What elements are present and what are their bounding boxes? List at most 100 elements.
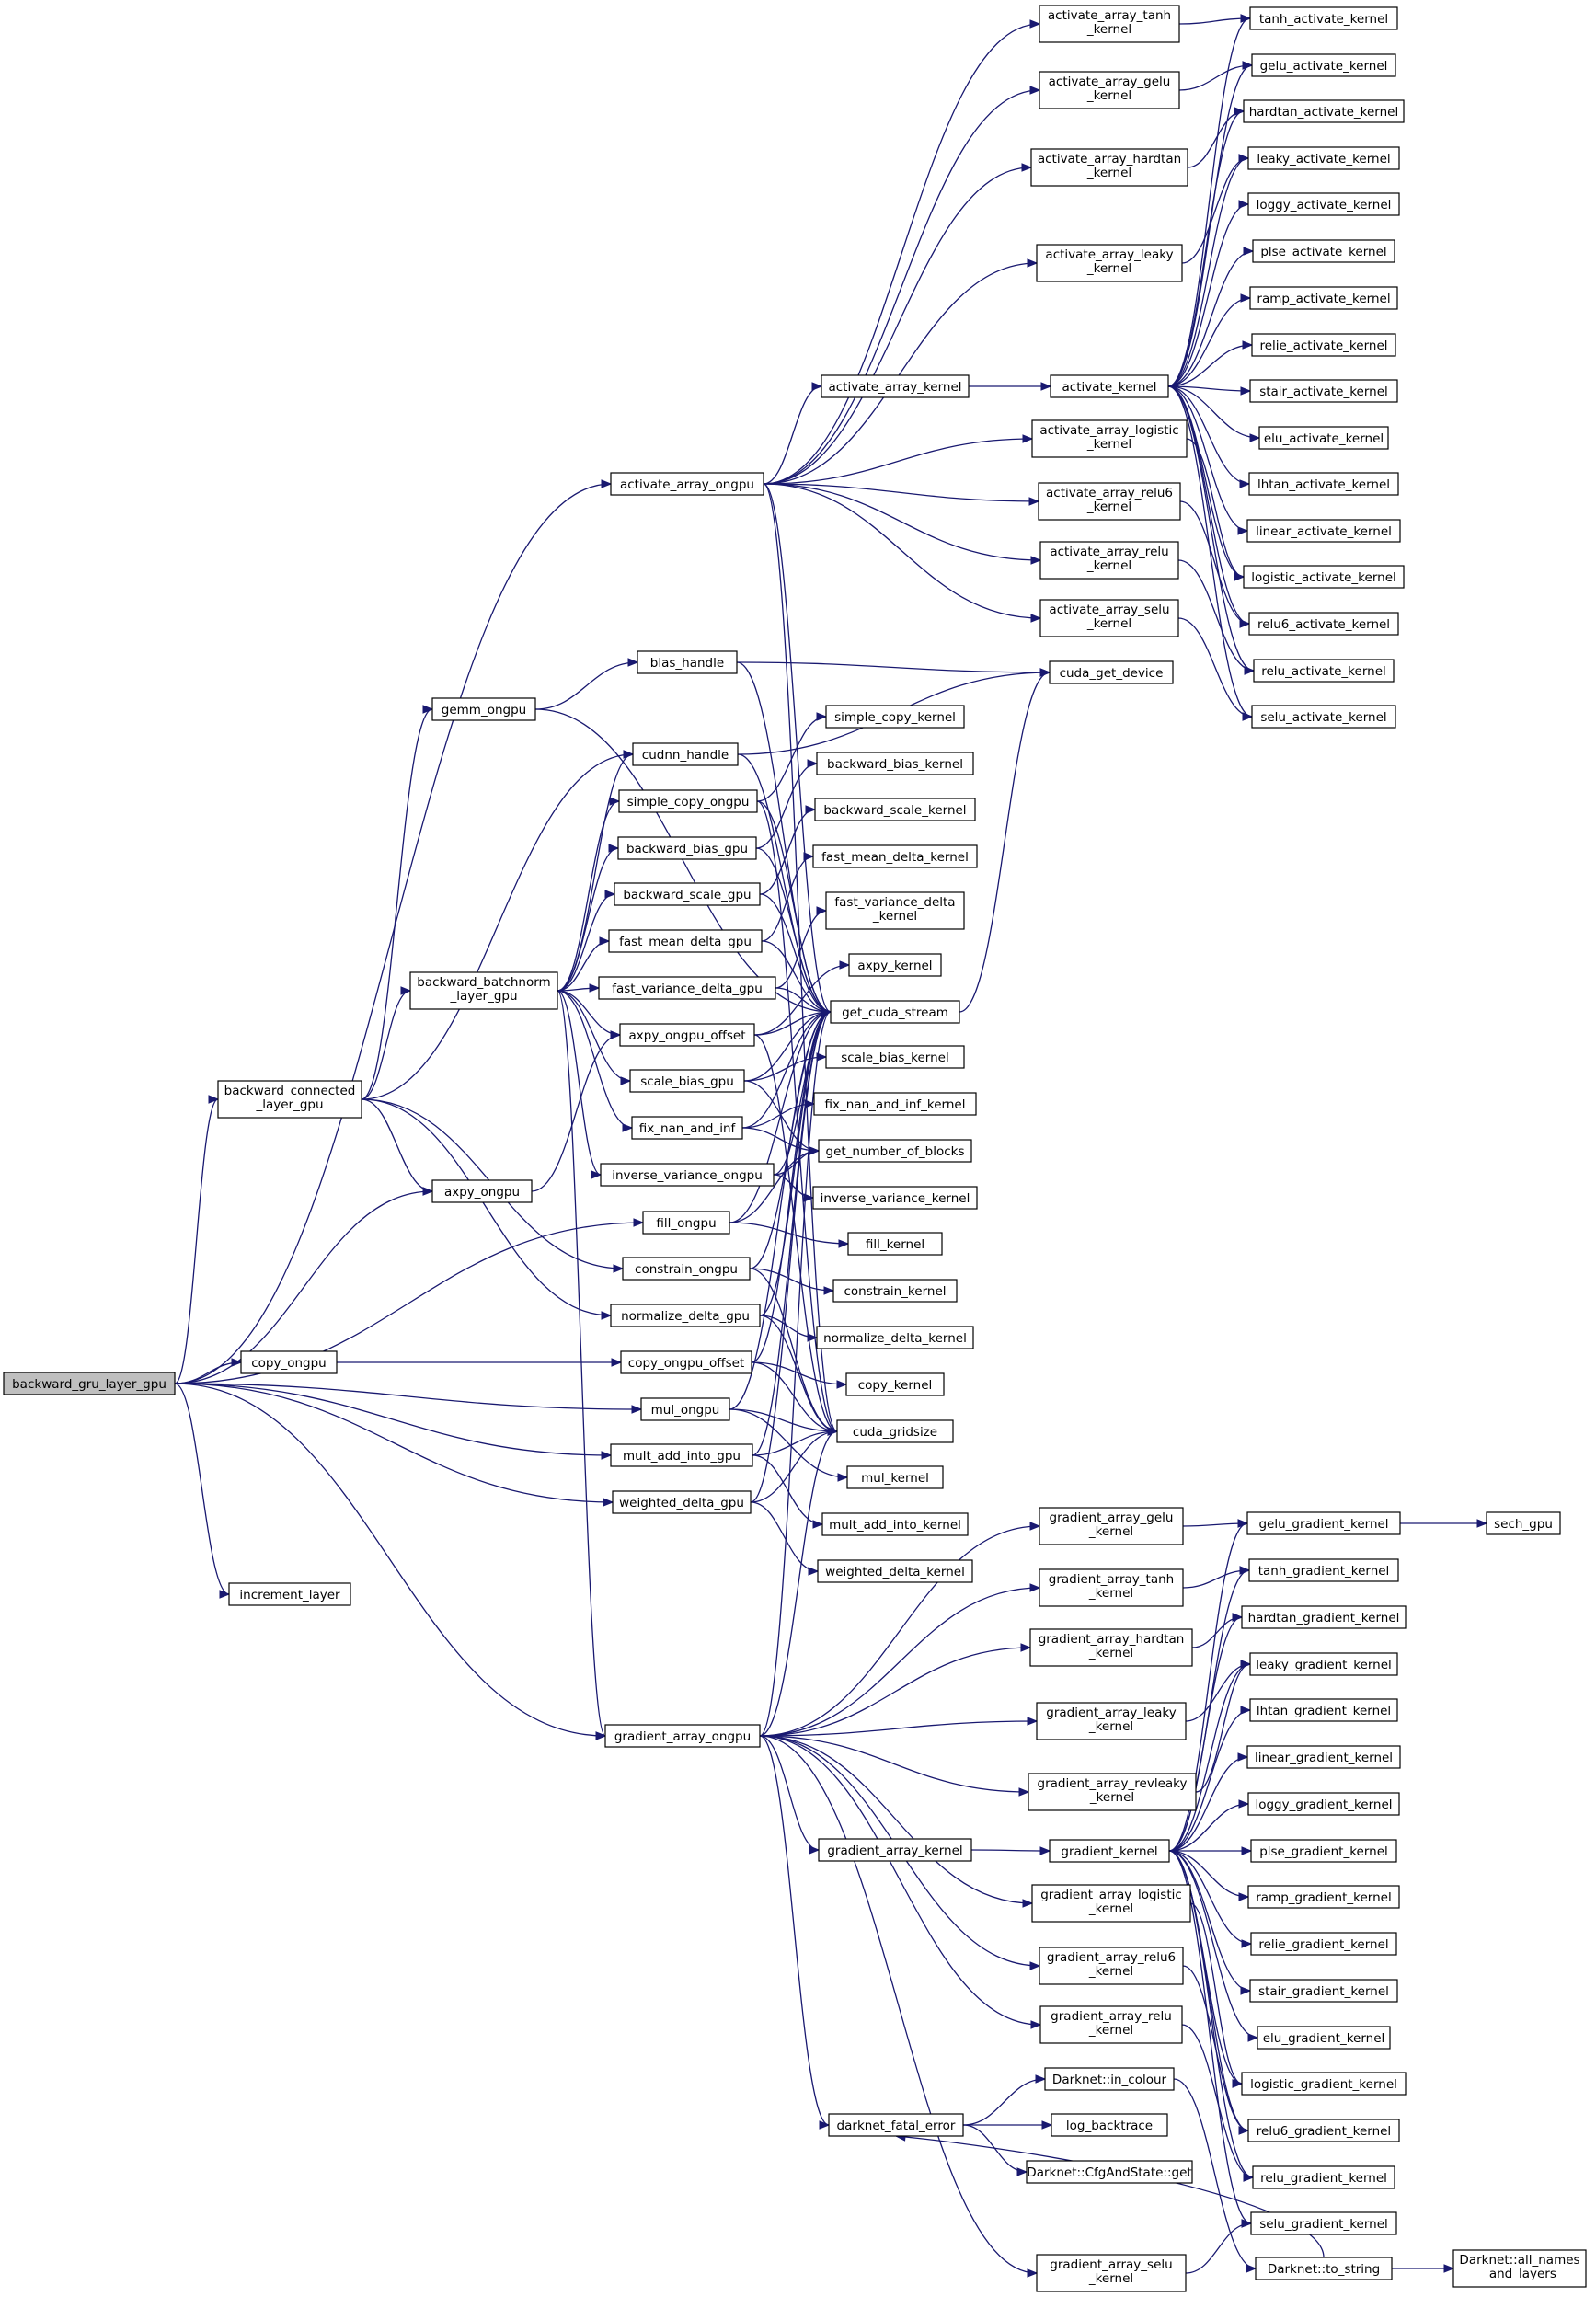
node-fast-mean-delta-gpu[interactable]: fast_mean_delta_gpu: [608, 929, 763, 953]
node-blas-handle[interactable]: blas_handle: [637, 650, 738, 674]
node-cuda-gridsize[interactable]: cuda_gridsize: [836, 1419, 954, 1443]
node-fix-nan-and-inf-kernel[interactable]: fix_nan_and_inf_kernel: [813, 1092, 977, 1116]
node-fast-variance-delta-gpu[interactable]: fast_variance_delta_gpu: [598, 976, 776, 1000]
node-gelu-activate-kernel[interactable]: gelu_activate_kernel: [1251, 53, 1396, 77]
node-darknet-fatal-error[interactable]: darknet_fatal_error: [828, 2113, 964, 2137]
node-activate-array-hardtan-kernel[interactable]: activate_array_hardtan_kernel: [1030, 148, 1188, 187]
node-gradient-array-leaky-kernel[interactable]: gradient_array_leaky_kernel: [1036, 1702, 1187, 1740]
node-fast-variance-delta-kernel[interactable]: fast_variance_delta_kernel: [825, 891, 965, 930]
node-gradient-array-gelu-kernel[interactable]: gradient_array_gelu_kernel: [1039, 1507, 1184, 1545]
node-inverse-variance-kernel[interactable]: inverse_variance_kernel: [812, 1186, 978, 1210]
node-leaky-gradient-kernel[interactable]: leaky_gradient_kernel: [1249, 1652, 1398, 1676]
node-activate-kernel[interactable]: activate_kernel: [1050, 374, 1169, 398]
node-activate-array-tanh-kernel[interactable]: activate_array_tanh_kernel: [1039, 5, 1180, 43]
node-simple-copy-ongpu[interactable]: simple_copy_ongpu: [618, 789, 758, 813]
node-activate-array-relu-kernel[interactable]: activate_array_relu_kernel: [1039, 541, 1179, 580]
node-inverse-variance-ongpu[interactable]: inverse_variance_ongpu: [600, 1163, 775, 1187]
node-lhtan-gradient-kernel[interactable]: lhtan_gradient_kernel: [1249, 1698, 1398, 1722]
node-darknet-to-string[interactable]: Darknet::to_string: [1255, 2257, 1393, 2280]
node-sech-gpu[interactable]: sech_gpu: [1486, 1511, 1561, 1535]
node-stair-activate-kernel[interactable]: stair_activate_kernel: [1249, 379, 1398, 403]
node-darknet-in-colour[interactable]: Darknet::in_colour: [1044, 2067, 1175, 2091]
node-scale-bias-kernel[interactable]: scale_bias_kernel: [825, 1045, 965, 1069]
node-loggy-activate-kernel[interactable]: loggy_activate_kernel: [1247, 192, 1400, 216]
node-elu-gradient-kernel[interactable]: elu_gradient_kernel: [1257, 2026, 1391, 2050]
node-fast-mean-delta-kernel[interactable]: fast_mean_delta_kernel: [812, 844, 978, 868]
node-linear-activate-kernel[interactable]: linear_activate_kernel: [1246, 519, 1401, 543]
node-backward-batchnorm-layer-gpu[interactable]: backward_batchnorm_layer_gpu: [409, 971, 558, 1010]
node-tanh-gradient-kernel[interactable]: tanh_gradient_kernel: [1248, 1558, 1399, 1582]
node-backward-bias-kernel[interactable]: backward_bias_kernel: [816, 752, 974, 775]
node-cuda-get-device[interactable]: cuda_get_device: [1049, 660, 1174, 684]
node-activate-array-gelu-kernel[interactable]: activate_array_gelu_kernel: [1039, 71, 1180, 109]
node-mult-add-into-gpu[interactable]: mult_add_into_gpu: [610, 1443, 753, 1467]
node-relie-activate-kernel[interactable]: relie_activate_kernel: [1251, 333, 1396, 357]
node-stair-gradient-kernel[interactable]: stair_gradient_kernel: [1249, 1979, 1398, 2003]
node-normalize-delta-kernel[interactable]: normalize_delta_kernel: [816, 1326, 974, 1349]
node-fix-nan-and-inf[interactable]: fix_nan_and_inf: [631, 1116, 743, 1140]
node-get-cuda-stream[interactable]: get_cuda_stream: [830, 1000, 960, 1024]
node-fill-ongpu[interactable]: fill_ongpu: [642, 1211, 730, 1235]
node-logistic-activate-kernel[interactable]: logistic_activate_kernel: [1243, 565, 1405, 589]
node-constrain-kernel[interactable]: constrain_kernel: [832, 1279, 958, 1303]
node-constrain-ongpu[interactable]: constrain_ongpu: [622, 1257, 751, 1281]
node-ramp-gradient-kernel[interactable]: ramp_gradient_kernel: [1247, 1885, 1400, 1909]
node-relu-gradient-kernel[interactable]: relu_gradient_kernel: [1252, 2165, 1395, 2189]
node-gradient-array-relu-kernel[interactable]: gradient_array_relu_kernel: [1039, 2005, 1183, 2044]
node-backward-bias-gpu[interactable]: backward_bias_gpu: [617, 836, 757, 860]
node-copy-kernel[interactable]: copy_kernel: [845, 1372, 945, 1396]
node-plse-activate-kernel[interactable]: plse_activate_kernel: [1252, 239, 1395, 263]
node-darknet-cfgandstate-get[interactable]: Darknet::CfgAndState::get: [1026, 2160, 1193, 2184]
node-gradient-array-ongpu[interactable]: gradient_array_ongpu: [604, 1724, 761, 1748]
node-backward-scale-gpu[interactable]: backward_scale_gpu: [614, 882, 761, 906]
node-axpy-ongpu[interactable]: axpy_ongpu: [431, 1179, 533, 1203]
node-gradient-array-revleaky-kernel[interactable]: gradient_array_revleaky_kernel: [1028, 1773, 1197, 1811]
node-activate-array-ongpu[interactable]: activate_array_ongpu: [610, 472, 764, 496]
node-activate-array-leaky-kernel[interactable]: activate_array_leaky_kernel: [1036, 244, 1183, 282]
node-gradient-array-relu6-kernel[interactable]: gradient_array_relu6_kernel: [1039, 1947, 1184, 1985]
node-get-number-of-blocks[interactable]: get_number_of_blocks: [818, 1139, 972, 1163]
node-weighted-delta-gpu[interactable]: weighted_delta_gpu: [612, 1490, 752, 1514]
node-hardtan-gradient-kernel[interactable]: hardtan_gradient_kernel: [1241, 1605, 1407, 1629]
node-gradient-array-logistic-kernel[interactable]: gradient_array_logistic_kernel: [1031, 1884, 1191, 1923]
node-logistic-gradient-kernel[interactable]: logistic_gradient_kernel: [1241, 2072, 1407, 2096]
node-gradient-array-kernel[interactable]: gradient_array_kernel: [818, 1838, 972, 1862]
node-log-backtrace[interactable]: log_backtrace: [1051, 2113, 1168, 2137]
node-selu-gradient-kernel[interactable]: selu_gradient_kernel: [1250, 2211, 1397, 2235]
node-weighted-delta-kernel[interactable]: weighted_delta_kernel: [817, 1559, 973, 1583]
node-activate-array-selu-kernel[interactable]: activate_array_selu_kernel: [1039, 599, 1179, 637]
node-mult-add-into-kernel[interactable]: mult_add_into_kernel: [821, 1512, 969, 1536]
node-copy-ongpu-offset[interactable]: copy_ongpu_offset: [620, 1350, 752, 1374]
node-gradient-array-selu-kernel[interactable]: gradient_array_selu_kernel: [1036, 2254, 1187, 2292]
node-selu-activate-kernel[interactable]: selu_activate_kernel: [1251, 705, 1396, 729]
node-mul-ongpu[interactable]: mul_ongpu: [640, 1397, 730, 1421]
node-elu-activate-kernel[interactable]: elu_activate_kernel: [1258, 426, 1389, 450]
node-gemm-ongpu[interactable]: gemm_ongpu: [431, 697, 536, 721]
node-linear-gradient-kernel[interactable]: linear_gradient_kernel: [1246, 1745, 1401, 1769]
node-plse-gradient-kernel[interactable]: plse_gradient_kernel: [1250, 1839, 1397, 1863]
node-activate-array-relu6-kernel[interactable]: activate_array_relu6_kernel: [1038, 482, 1181, 521]
node-increment-layer[interactable]: increment_layer: [228, 1582, 351, 1606]
node-relie-gradient-kernel[interactable]: relie_gradient_kernel: [1250, 1932, 1397, 1956]
node-copy-ongpu[interactable]: copy_ongpu: [240, 1350, 338, 1374]
node-mul-kernel[interactable]: mul_kernel: [846, 1465, 944, 1489]
node-activate-array-kernel[interactable]: activate_array_kernel: [821, 374, 970, 398]
node-darknet-all-names-and-layers[interactable]: Darknet::all_names_and_layers: [1452, 2249, 1587, 2288]
node-leaky-activate-kernel[interactable]: leaky_activate_kernel: [1247, 146, 1400, 170]
node-cudnn-handle[interactable]: cudnn_handle: [632, 742, 739, 766]
node-gradient-array-tanh-kernel[interactable]: gradient_array_tanh_kernel: [1039, 1568, 1184, 1607]
node-simple-copy-kernel[interactable]: simple_copy_kernel: [825, 705, 965, 729]
node-scale-bias-gpu[interactable]: scale_bias_gpu: [629, 1069, 745, 1093]
node-ramp-activate-kernel[interactable]: ramp_activate_kernel: [1249, 286, 1398, 310]
node-relu6-activate-kernel[interactable]: relu6_activate_kernel: [1248, 612, 1399, 636]
node-gradient-kernel[interactable]: gradient_kernel: [1049, 1839, 1170, 1863]
node-backward-gru-layer-gpu[interactable]: backward_gru_layer_gpu: [3, 1372, 176, 1395]
node-gradient-array-hardtan-kernel[interactable]: gradient_array_hardtan_kernel: [1029, 1628, 1193, 1667]
node-tanh-activate-kernel[interactable]: tanh_activate_kernel: [1249, 6, 1398, 30]
node-gelu-gradient-kernel[interactable]: gelu_gradient_kernel: [1246, 1511, 1401, 1535]
node-activate-array-logistic-kernel[interactable]: activate_array_logistic_kernel: [1031, 419, 1188, 458]
node-backward-connected-layer-gpu[interactable]: backward_connected_layer_gpu: [217, 1080, 362, 1119]
node-relu6-gradient-kernel[interactable]: relu6_gradient_kernel: [1247, 2119, 1400, 2142]
node-hardtan-activate-kernel[interactable]: hardtan_activate_kernel: [1243, 99, 1405, 123]
node-loggy-gradient-kernel[interactable]: loggy_gradient_kernel: [1247, 1792, 1400, 1816]
